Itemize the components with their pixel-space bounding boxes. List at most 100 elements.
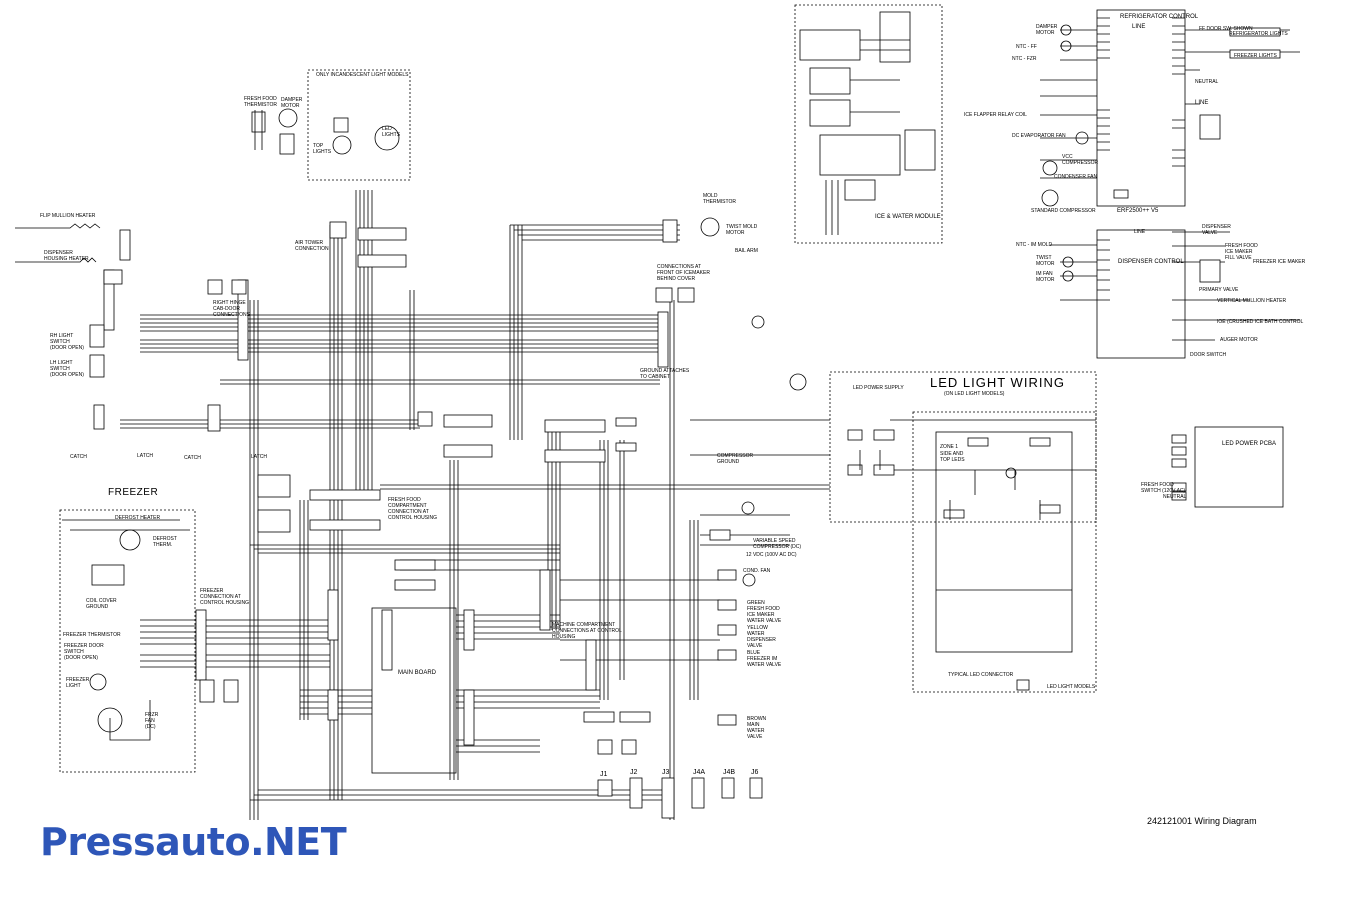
dispenser-control-label: DISPENSER CONTROL bbox=[1118, 259, 1184, 265]
j2-label: J2 bbox=[630, 769, 638, 776]
top-lights-label: TOP LIGHTS bbox=[313, 143, 332, 155]
rc-line-label: LINE bbox=[1132, 24, 1146, 30]
door-switch-label: DOOR SWITCH bbox=[1190, 352, 1227, 358]
freezer-light-label: FREEZER LIGHT bbox=[66, 677, 90, 689]
led-light-models-label: LED LIGHT MODELS bbox=[1047, 684, 1096, 690]
led-models-note: (ON LED LIGHT MODELS) bbox=[944, 391, 1005, 397]
green-valve-label: GREEN FRESH FOOD ICE MAKER WATER VALVE bbox=[747, 600, 782, 624]
ioe-label: IOE (CRUSHED ICE BATH CONTROL bbox=[1217, 319, 1304, 325]
twist-mold-motor-label: TWIST MOLD MOTOR bbox=[726, 224, 758, 236]
lh-light-switch-label: LH LIGHT SWITCH (DOOR OPEN) bbox=[50, 360, 84, 378]
j4b-label: J4B bbox=[723, 769, 735, 776]
fresh-food-switch-label: FRESH FOOD SWITCH (120V AC) bbox=[1141, 482, 1186, 494]
refrigerator-control-box bbox=[1096, 9, 1186, 207]
dispenser-housing-label: DISPENSER HOUSING HEATER bbox=[44, 250, 89, 262]
coil-cover-ground-label: COIL COVER GROUND bbox=[86, 598, 117, 610]
auger-motor-label: AUGER MOTOR bbox=[1220, 337, 1258, 343]
cond-fan-label: COND. FAN bbox=[743, 568, 771, 574]
led-power-supply-label: LED POWER SUPPLY bbox=[853, 385, 904, 391]
watermark-text: Pressauto.NET bbox=[40, 820, 347, 864]
twist-motor-label: TWIST MOTOR bbox=[1036, 255, 1055, 267]
diagram-id: 242121001 Wiring Diagram bbox=[1147, 816, 1257, 826]
defrost-therm-label: DEFROST THERM. bbox=[153, 536, 177, 548]
machine-compartment-label: MACHINE COMPARTMENT CONNECTIONS AT CONTR… bbox=[552, 622, 622, 640]
ff-door-sw-label: FF DOOR SW. SHOWN bbox=[1199, 26, 1253, 32]
catch-label-2: CATCH bbox=[184, 455, 201, 461]
freezer-connection-label: FREEZER CONNECTION AT CONTROL HOUSING bbox=[200, 588, 249, 606]
freezer-thermistor-label: FREEZER THERMISTOR bbox=[63, 632, 121, 638]
led-power-pcba-box bbox=[1194, 426, 1284, 508]
component-circles bbox=[89, 24, 1089, 733]
j3-label: J3 bbox=[662, 769, 670, 776]
damper-motor-label-2: DAMPER MOTOR bbox=[1036, 24, 1058, 36]
right-hinge-label: RIGHT HINGE CAB-DOOR CONNECTIONS bbox=[213, 300, 250, 318]
primary-valve-label: PRIMARY VALVE bbox=[1199, 287, 1239, 293]
led-models-box bbox=[912, 411, 1097, 693]
erf-label: ERF2500++ V5 bbox=[1117, 208, 1159, 214]
brown-valve-label: BROWN MAIN WATER VALVE bbox=[747, 716, 767, 740]
dc-evap-fan-label: DC EVAPORATOR FAN bbox=[1012, 133, 1066, 139]
connector-blocks bbox=[89, 117, 1187, 819]
typical-led-connector-label: TYPICAL LED CONNECTOR bbox=[948, 672, 1014, 678]
freezer-lights-label: FREEZER LIGHTS bbox=[1234, 53, 1277, 59]
freezer-section-title: FREEZER bbox=[108, 487, 159, 498]
fresh-food-compartment-label: FRESH FOOD COMPARTMENT CONNECTION AT CON… bbox=[388, 497, 437, 521]
latch-label: LATCH bbox=[137, 453, 154, 459]
ice-flapper-label: ICE FLAPPER RELAY COIL bbox=[964, 112, 1027, 118]
control-pins bbox=[1040, 17, 1300, 341]
ice-water-internals bbox=[799, 11, 936, 235]
ice-water-module-box bbox=[794, 4, 943, 244]
condenser-fan-label: CONDENSER FAN bbox=[1054, 174, 1098, 180]
freezer-door-switch-label: FREEZER DOOR SWITCH (DOOR OPEN) bbox=[64, 643, 104, 661]
j1-label: J1 bbox=[600, 771, 608, 778]
air-tower-label: AIR TOWER CONNECTION bbox=[295, 240, 329, 252]
refrigerator-lights-label: REFRIGERATOR LIGHTS bbox=[1229, 31, 1288, 37]
catch-label: CATCH bbox=[70, 454, 87, 460]
ntc-fzr-label: NTC - FZR bbox=[1012, 56, 1037, 62]
variable-speed-label: VARIABLE SPEED COMPRESSOR (DC) bbox=[753, 538, 802, 550]
ice-water-module-label: ICE & WATER MODULE bbox=[875, 214, 941, 220]
ground-cabinet-label: GROUND ATTACHES TO CABINET bbox=[640, 368, 690, 380]
led-inner-box bbox=[935, 431, 1073, 653]
refrigerator-control-label: REFRIGERATOR CONTROL bbox=[1120, 14, 1199, 20]
freezer-box bbox=[59, 509, 196, 773]
vertical-mullion-label: VERTICAL MULLION HEATER bbox=[1217, 298, 1287, 304]
j6-label: J6 bbox=[751, 769, 759, 776]
ff-ice-maker-valve-label: FRESH FOOD ICE MAKER FILL VALVE bbox=[1225, 243, 1258, 261]
vdc-note-label: 12 VDC (100V AC DC) bbox=[746, 552, 797, 558]
ntc-im-mold-label: NTC - IM MOLD bbox=[1016, 242, 1053, 248]
standard-compressor-label: STANDARD COMPRESSOR bbox=[1031, 208, 1096, 214]
rh-light-switch-label: RH LIGHT SWITCH (DOOR OPEN) bbox=[50, 333, 84, 351]
dc-line-label: LINE bbox=[1134, 229, 1146, 235]
led-power-pcba-label: LED POWER PCBA bbox=[1222, 441, 1277, 447]
fresh-food-thermistor-label: FRESH FOOD THERMISTOR bbox=[244, 96, 277, 108]
vcc-compressor-label: VCC COMPRESSOR bbox=[1062, 154, 1099, 166]
mold-thermistor-label: MOLD THERMISTOR bbox=[703, 193, 736, 205]
ntc-ff-label: NTC - FF bbox=[1016, 44, 1037, 50]
bail-arm-label: BAIL ARM bbox=[735, 248, 758, 254]
blue-valve-label: BLUE FREEZER IM WATER VALVE bbox=[747, 650, 782, 668]
yellow-valve-label: YELLOW WATER DISPENSER VALVE bbox=[747, 625, 776, 649]
icemaker-connections-label: CONNECTIONS AT FRONT OF ICEMAKER BEHIND … bbox=[657, 264, 710, 282]
latch-label-2: LATCH bbox=[251, 454, 268, 460]
zone1-label: ZONE 1 bbox=[940, 444, 959, 450]
incandescent-label: ONLY INCANDESCENT LIGHT MODELS bbox=[316, 72, 409, 78]
flip-mullion-label: FLIP MULLION HEATER bbox=[40, 213, 96, 219]
defrost-heater-label: DEFROST HEATER bbox=[115, 515, 161, 521]
neutral-label: NEUTRAL bbox=[1195, 79, 1219, 85]
main-board-label: MAIN BOARD bbox=[398, 670, 437, 676]
led-light-wiring-title: LED LIGHT WIRING bbox=[930, 375, 1065, 390]
incandescent-box bbox=[307, 69, 411, 181]
misc-symbols bbox=[15, 110, 1041, 741]
dispenser-valve-label: DISPENSER VALVE bbox=[1202, 224, 1231, 236]
led-lights-label: LED LIGHTS bbox=[382, 126, 401, 138]
compressor-ground-label: COMPRESSOR GROUND bbox=[717, 453, 754, 465]
pcba-neutral-label: NEUTRAL bbox=[1163, 494, 1187, 500]
freezer-ice-maker-label: FREEZER ICE MAKER bbox=[1253, 259, 1306, 265]
main-board-box bbox=[371, 607, 457, 774]
line-label: LINE bbox=[1195, 100, 1209, 106]
frzr-fan-label: FRZR FAN (DC) bbox=[145, 712, 159, 730]
zone-leds-label: SIDE AND TOP LEDS bbox=[940, 451, 965, 463]
dispenser-control-box bbox=[1096, 229, 1186, 359]
